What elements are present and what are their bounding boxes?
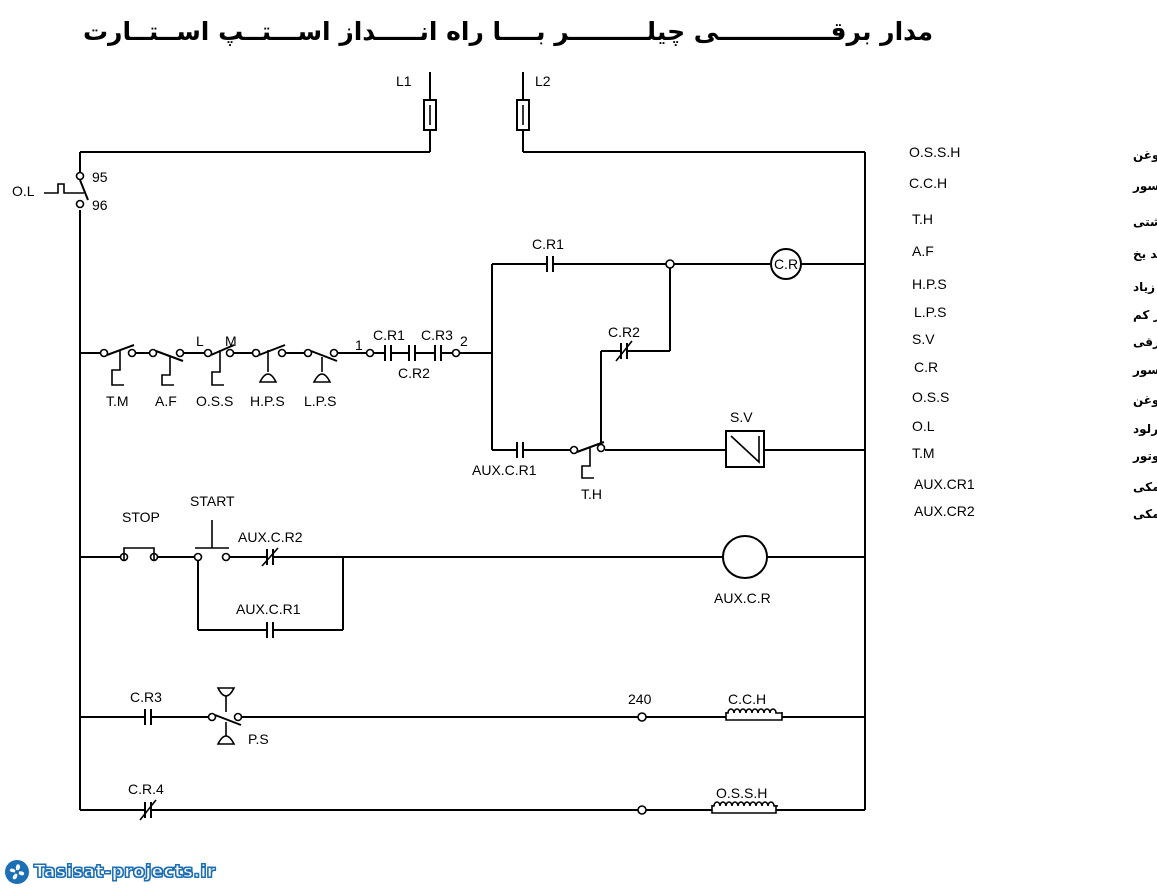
oss-label: O.S.S bbox=[196, 393, 233, 409]
row-crankcase-heater: C.R3 P.S 240 C.C.H bbox=[80, 687, 865, 747]
legend-description: اورلود bbox=[1133, 422, 1157, 437]
ossh-heater-icon bbox=[712, 801, 778, 807]
cr4-label: C.R.4 bbox=[128, 781, 164, 797]
cch-label: C.C.H bbox=[728, 691, 766, 707]
tm-label: T.M bbox=[106, 393, 129, 409]
overload-contact: O.L 95 96 bbox=[12, 169, 108, 213]
ps-label: P.S bbox=[248, 731, 269, 747]
row-safety-chain: T.M A.F O.S.S H.P.S L.P.S L M 1 2 C.R1 C… bbox=[80, 327, 492, 409]
legend-description: ترموستات موتور bbox=[1132, 449, 1157, 464]
legend-description: بوبین کنتاکتور اصلی کمپرسور bbox=[1132, 363, 1157, 378]
legend-description: کنتاکت باز کنتاکتور کمکی bbox=[1133, 480, 1157, 495]
legend-description: کلید کنترل فشار زیاد bbox=[1133, 280, 1157, 294]
legend-description: ترموستات ضد یخ bbox=[1133, 247, 1157, 262]
node-240-label: 240 bbox=[628, 691, 652, 707]
cr3-chain-label: C.R3 bbox=[421, 327, 453, 343]
legend: O.S.S.H هیتر کلید اطمینان روغن C.C.H هیتر م… bbox=[909, 144, 1157, 522]
stop-label: STOP bbox=[122, 509, 160, 525]
legend-description: شیر برقی bbox=[1133, 335, 1157, 349]
cr2-nc-label: C.R2 bbox=[608, 324, 640, 340]
sv-label: S.V bbox=[730, 409, 753, 425]
legend-code: O.S.S.H bbox=[909, 144, 960, 160]
cr1-seal-label: C.R1 bbox=[532, 236, 564, 252]
watermark: Tasisat-projects.ir bbox=[4, 857, 216, 887]
legend-code: S.V bbox=[912, 331, 935, 347]
legend-code: C.C.H bbox=[909, 175, 947, 191]
legend-code: T.M bbox=[912, 445, 935, 461]
cch-heater-icon bbox=[726, 708, 782, 714]
row-oil-heater: C.R.4 O.S.S.H bbox=[80, 781, 865, 821]
legend-description: کنتاکت بسته کنتاکتور کمکی bbox=[1133, 507, 1157, 522]
legend-description: هیتر کلید اطمینان روغن bbox=[1133, 148, 1157, 163]
aux-cr2-label: AUX.C.R2 bbox=[238, 529, 303, 545]
legend-code: O.S.S bbox=[912, 389, 949, 405]
row-solenoid-valve: AUX.C.R1 T.H S.V bbox=[472, 409, 865, 502]
aux-cr-coil-label: AUX.C.R bbox=[714, 590, 771, 606]
start-label: START bbox=[190, 493, 235, 509]
aux-cr1-label: AUX.C.R1 bbox=[472, 462, 537, 478]
row-aux-relay: STOP START AUX.C.R2 AUX.C.R1 AUX.C.R bbox=[80, 493, 865, 638]
m-label: M bbox=[225, 333, 237, 349]
legend-code: A.F bbox=[912, 243, 934, 259]
legend-code: AUX.CR2 bbox=[914, 503, 975, 519]
terminal-96-label: 96 bbox=[92, 197, 108, 213]
ol-label: O.L bbox=[12, 183, 35, 199]
page-title: مدار برقـــــــــــــی چیلـــــــــر بــ… bbox=[83, 17, 933, 47]
node-1-label: 1 bbox=[355, 337, 363, 353]
legend-description: کلید اطمینان روغن bbox=[1133, 393, 1157, 408]
terminal-95-label: 95 bbox=[92, 169, 108, 185]
l2-label: L2 bbox=[535, 73, 551, 89]
supply-l2: L2 bbox=[516, 72, 865, 153]
th-label: T.H bbox=[581, 486, 602, 502]
cr1-chain-label: C.R1 bbox=[373, 327, 405, 343]
legend-code: C.R bbox=[914, 359, 938, 375]
hps-label: H.P.S bbox=[250, 393, 285, 409]
aux-cr1-seal-label: AUX.C.R1 bbox=[236, 601, 301, 617]
legend-description: کلید کنترل فشار کم bbox=[1133, 308, 1157, 322]
legend-code: H.P.S bbox=[912, 276, 947, 292]
node-2-label: 2 bbox=[460, 333, 468, 349]
ossh-label: O.S.S.H bbox=[716, 785, 767, 801]
l1-label: L1 bbox=[396, 73, 412, 89]
row-cr-coil: C.R C.R1 C.R2 bbox=[492, 236, 865, 444]
cr-coil-label: C.R bbox=[774, 256, 798, 272]
aux-cr-coil-icon bbox=[722, 535, 768, 579]
legend-description: هیتر محفظه کمپرسور bbox=[1132, 179, 1157, 194]
legend-code: L.P.S bbox=[914, 304, 946, 320]
fan-logo-icon bbox=[5, 860, 29, 884]
legend-code: AUX.CR1 bbox=[914, 476, 975, 492]
legend-code: T.H bbox=[912, 211, 933, 227]
l-label: L bbox=[196, 333, 204, 349]
af-label: A.F bbox=[155, 393, 177, 409]
supply-l1: L1 bbox=[80, 72, 437, 153]
cr3-heater-label: C.R3 bbox=[130, 689, 162, 705]
watermark-text: Tasisat-projects.ir bbox=[34, 862, 216, 883]
cr2-chain-label: C.R2 bbox=[398, 365, 430, 381]
legend-code: O.L bbox=[912, 418, 935, 434]
legend-description: ترموستات آب برگشتی bbox=[1133, 214, 1157, 230]
lps-label: L.P.S bbox=[304, 393, 336, 409]
